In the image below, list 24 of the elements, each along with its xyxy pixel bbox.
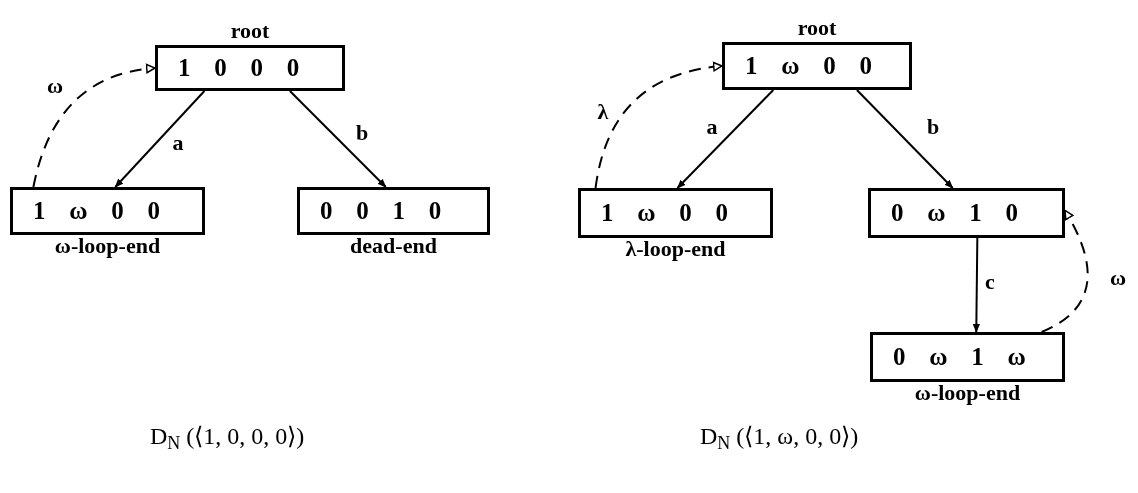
graph-caption: D$_{N}$ (⟨1, 0, 0, 0⟩) — [150, 422, 305, 454]
arrow — [288, 90, 387, 188]
dashed-arrow — [594, 62, 723, 189]
node-label: dead-end — [349, 232, 438, 260]
dashed-arrow — [32, 64, 156, 188]
node-label: root — [229, 16, 271, 44]
node-label: ω-loop-end — [913, 379, 1022, 407]
state-vector: 0 ω 1 0 — [890, 198, 1027, 229]
state-vector: 0 0 1 0 — [319, 196, 450, 227]
graph-caption: D$_{N}$ (⟨1, ω, 0, 0⟩) — [700, 422, 859, 454]
arrow — [972, 237, 980, 333]
state-vector: 1 ω 0 0 — [744, 51, 881, 82]
arrow — [114, 90, 206, 188]
state-box — [868, 188, 1065, 238]
arrow — [855, 89, 954, 189]
node-label: root — [796, 13, 838, 41]
node-label: λ-loop-end — [624, 235, 727, 263]
state-vector: 1 ω 0 0 — [600, 198, 737, 229]
state-vector: 1 ω 0 0 — [32, 196, 169, 227]
state-vector: 1 0 0 0 — [177, 53, 308, 84]
arrow — [676, 89, 775, 189]
state-vector: 0 ω 1 ω — [892, 342, 1035, 373]
node-label: ω-loop-end — [53, 232, 162, 260]
dashed-arrow — [1040, 209, 1089, 333]
